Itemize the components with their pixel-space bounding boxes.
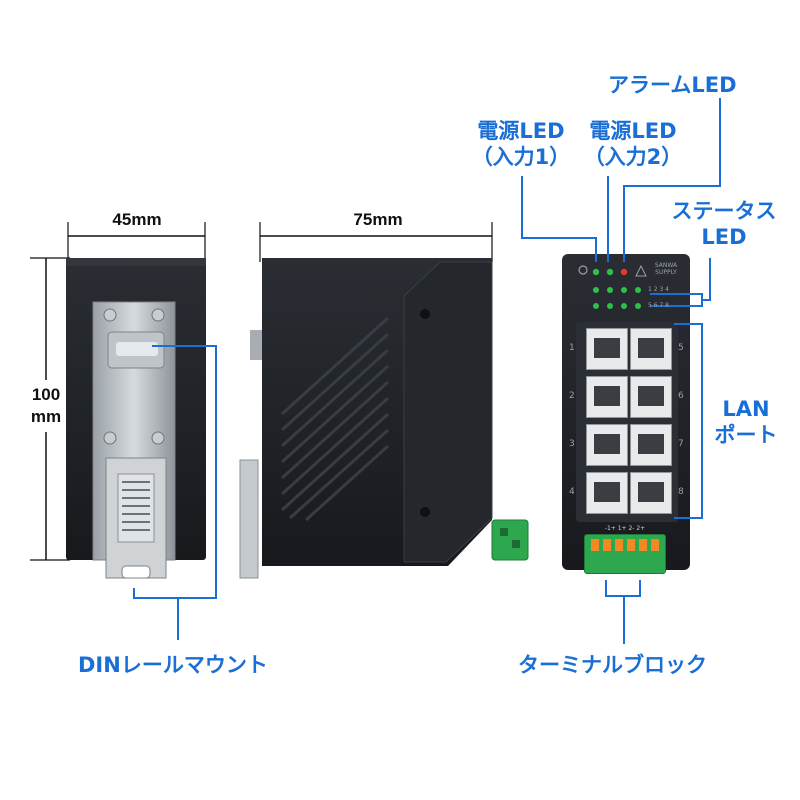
port-socket bbox=[594, 434, 620, 454]
terminal-lever[interactable] bbox=[603, 539, 611, 551]
port-number: 7 bbox=[678, 439, 684, 449]
port-socket bbox=[638, 482, 664, 502]
port-number: 6 bbox=[678, 391, 684, 401]
terminal-lever[interactable] bbox=[639, 539, 647, 551]
port-number: 8 bbox=[678, 487, 684, 497]
callout-status-led: ステータス LED bbox=[671, 199, 777, 249]
port-socket bbox=[638, 386, 664, 406]
depth-dimension-label: 75mm bbox=[353, 210, 403, 229]
port-socket bbox=[594, 338, 620, 358]
led-numbers-row2: 5 6 7 8 bbox=[648, 302, 669, 309]
callout-lan-port: LAN ポート bbox=[714, 397, 778, 447]
port-socket bbox=[638, 338, 664, 358]
height-dimension-label: 100 mm bbox=[30, 385, 62, 426]
port-number: 5 bbox=[678, 343, 684, 353]
led-numbers-row1: 1 2 3 4 bbox=[648, 286, 669, 293]
callout-terminal-block: ターミナルブロック bbox=[518, 653, 707, 677]
callout-power-led-1: 電源LED （入力1） bbox=[471, 119, 571, 169]
port-socket bbox=[594, 386, 620, 406]
callout-power-led-2: 電源LED （入力2） bbox=[583, 119, 683, 169]
led-array bbox=[578, 264, 647, 309]
port-socket bbox=[638, 434, 664, 454]
side-view bbox=[239, 222, 529, 579]
port-socket bbox=[594, 482, 620, 502]
callout-lines bbox=[133, 98, 721, 644]
brand-logo: SANWA SUPPLY bbox=[654, 262, 678, 276]
port-number: 2 bbox=[569, 391, 575, 401]
terminal-lever[interactable] bbox=[615, 539, 623, 551]
lan-port-5[interactable] bbox=[630, 328, 672, 370]
terminal-lever[interactable] bbox=[651, 539, 659, 551]
terminal-lever[interactable] bbox=[591, 539, 599, 551]
width-dimension-label: 45mm bbox=[112, 210, 162, 229]
lan-port-4[interactable] bbox=[586, 472, 628, 514]
port-number: 1 bbox=[569, 343, 575, 353]
callout-din-rail: DINレールマウント bbox=[78, 653, 268, 677]
port-number: 4 bbox=[569, 487, 575, 497]
callout-alarm-led: アラームLED bbox=[608, 73, 737, 97]
lan-port-2[interactable] bbox=[586, 376, 628, 418]
terminal-labels: -1+ 1+ 2- 2+ bbox=[604, 525, 646, 532]
terminal-lever[interactable] bbox=[627, 539, 635, 551]
port-number: 3 bbox=[569, 439, 575, 449]
terminal-block[interactable]: -1+ 1+ 2- 2+ bbox=[584, 525, 666, 574]
